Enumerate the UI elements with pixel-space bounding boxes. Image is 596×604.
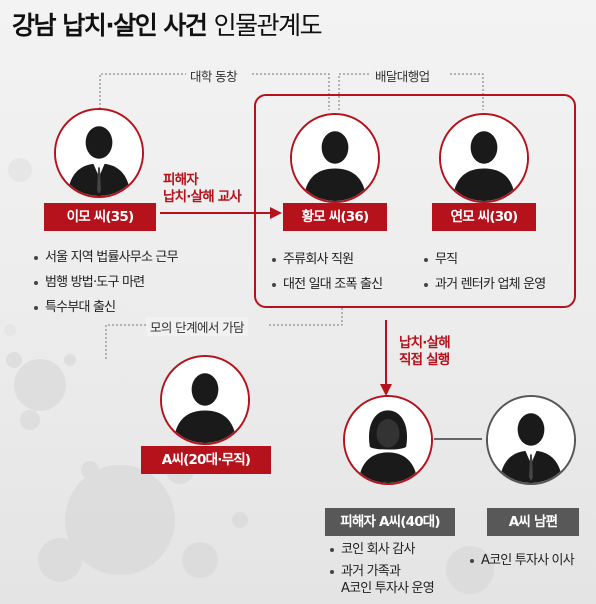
university-line-left xyxy=(99,73,188,113)
relation-label-delivery: 배달대행업 xyxy=(371,66,434,85)
tag-hwang: 황모 씨(36) xyxy=(283,203,387,231)
notes-victim: 코인 회사 감사 과거 가족과 A코인 투자사 운영 xyxy=(330,541,435,602)
note-yeon-2: 과거 렌터카 업체 운영 xyxy=(424,276,546,293)
tag-accomplice: A씨(20대·무직) xyxy=(141,446,271,474)
notes-husband: A코인 투자사 이사 xyxy=(470,552,575,577)
note-victim-2: 과거 가족과 A코인 투자사 운영 xyxy=(330,563,435,597)
delivery-line-left xyxy=(338,73,372,110)
avatar-husband xyxy=(486,395,576,485)
tag-yeon: 연모 씨(30) xyxy=(432,203,536,231)
instigation-arrow-head xyxy=(270,207,282,219)
note-husband-1: A코인 투자사 이사 xyxy=(470,552,575,569)
note-lee-2: 범행 방법·도구 마련 xyxy=(34,274,178,291)
notes-yeon: 무직 과거 렌터카 업체 운영 xyxy=(424,251,546,301)
tag-victim: 피해자 A씨(40대) xyxy=(325,508,455,536)
note-lee-3: 특수부대 출신 xyxy=(34,299,178,316)
male-silhouette-icon xyxy=(56,110,142,196)
avatar-hwang xyxy=(290,113,380,203)
delivery-group-box xyxy=(254,94,576,308)
note-lee-1: 서울 지역 법률사무소 근무 xyxy=(34,249,179,266)
notes-hwang: 주류회사 직원 대전 일대 조폭 출신 xyxy=(272,251,383,301)
male-silhouette-icon xyxy=(488,397,574,483)
tag-lee: 이모 씨(35) xyxy=(44,203,156,231)
note-hwang-1: 주류회사 직원 xyxy=(272,251,382,268)
avatar-yeon xyxy=(439,113,529,203)
relation-label-university: 대학 동창 xyxy=(186,66,241,85)
male-silhouette-icon xyxy=(292,115,378,201)
page-title: 강남 납치·살인 사건 인물관계도 xyxy=(12,11,323,40)
female-silhouette-icon xyxy=(345,397,431,483)
tag-husband: A씨 남편 xyxy=(487,508,579,536)
avatar-accomplice xyxy=(160,355,250,445)
notes-lee: 서울 지역 법률사무소 근무 범행 방법·도구 마련 특수부대 출신 xyxy=(34,249,179,324)
delivery-line-right xyxy=(450,73,484,110)
avatar-victim xyxy=(343,395,433,485)
note-hwang-2: 대전 일대 조폭 출신 xyxy=(272,276,383,293)
arrow-label-instigation: 피해자 납치·살해 교사 xyxy=(163,172,242,205)
execution-arrow-head xyxy=(380,384,392,396)
male-silhouette-icon xyxy=(441,115,527,201)
university-line-right xyxy=(252,73,330,110)
note-victim-1: 코인 회사 감사 xyxy=(330,541,434,558)
arrow-label-execution: 납치·살해 직접 실행 xyxy=(399,335,451,368)
avatar-lee xyxy=(54,108,144,198)
planning-line-left xyxy=(105,324,150,360)
note-yeon-1: 무직 xyxy=(424,251,545,268)
male-silhouette-icon xyxy=(162,357,248,443)
planning-line-right xyxy=(268,308,343,326)
relation-label-planning: 모의 단계에서 가담 xyxy=(146,317,248,336)
